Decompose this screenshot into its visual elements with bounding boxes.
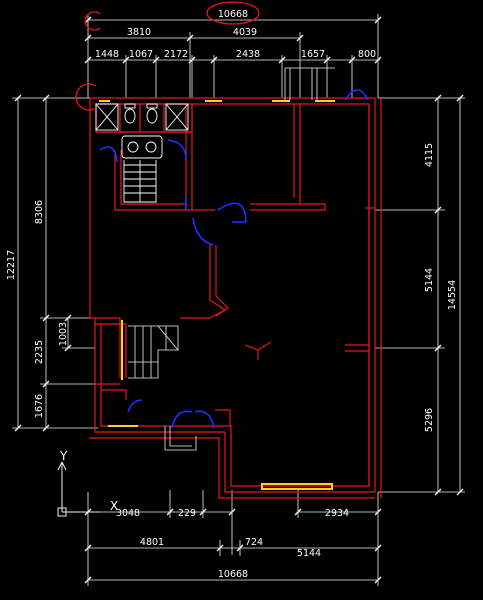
dim-left-lower-1: 2235 (34, 340, 45, 364)
dimension-lines (12, 14, 465, 586)
dim-bottom-1: 3048 (116, 508, 140, 519)
dimension-labels: 10668 3810 4039 1448 1067 2172 2438 1657… (6, 9, 458, 580)
dim-right-1: 4115 (424, 143, 435, 167)
markup-circle-top (206, 1, 260, 25)
dim-top-detail-1: 1448 (95, 49, 119, 60)
lower-stair (128, 67, 335, 451)
dim-right-total: 14554 (447, 280, 458, 310)
dim-left-upper: 8306 (34, 200, 45, 224)
walls (89, 97, 382, 499)
dim-left-lower-2: 1676 (34, 394, 45, 418)
markup-annotations (75, 1, 260, 111)
dim-right-3: 5296 (424, 408, 435, 432)
markup-circle-left-top (84, 11, 101, 31)
dim-top-total: 10668 (218, 9, 248, 20)
markup-circle-left-mid (75, 83, 97, 111)
dim-left-main: 12217 (6, 250, 17, 280)
dim-bottom-2: 229 (178, 508, 196, 519)
dim-bottom-5: 724 (245, 537, 263, 548)
dim-top-detail-6: 800 (358, 49, 376, 60)
dim-top-detail-3: 2172 (164, 49, 188, 60)
dim-bottom-6: 5144 (297, 548, 321, 559)
ucs-x-label: X (110, 499, 118, 513)
dim-bottom-3: 2934 (325, 508, 349, 519)
dimension-ticks (14, 16, 464, 584)
dim-left-small: 1003 (58, 322, 69, 346)
dim-top-seg-2: 4039 (233, 27, 257, 38)
dim-bottom-4: 4801 (140, 537, 164, 548)
doors (99, 89, 369, 429)
dim-top-detail-4: 2438 (236, 49, 260, 60)
ucs-icon (57, 461, 100, 517)
dim-bottom-total: 10668 (218, 569, 248, 580)
dim-top-seg-1: 3810 (127, 27, 151, 38)
dim-top-detail-5: 1657 (301, 49, 325, 60)
dim-right-2: 5144 (424, 268, 435, 292)
fixtures (95, 103, 189, 203)
ucs-y-label: Y (59, 449, 68, 463)
dim-top-detail-2: 1067 (129, 49, 153, 60)
windows (99, 100, 335, 490)
